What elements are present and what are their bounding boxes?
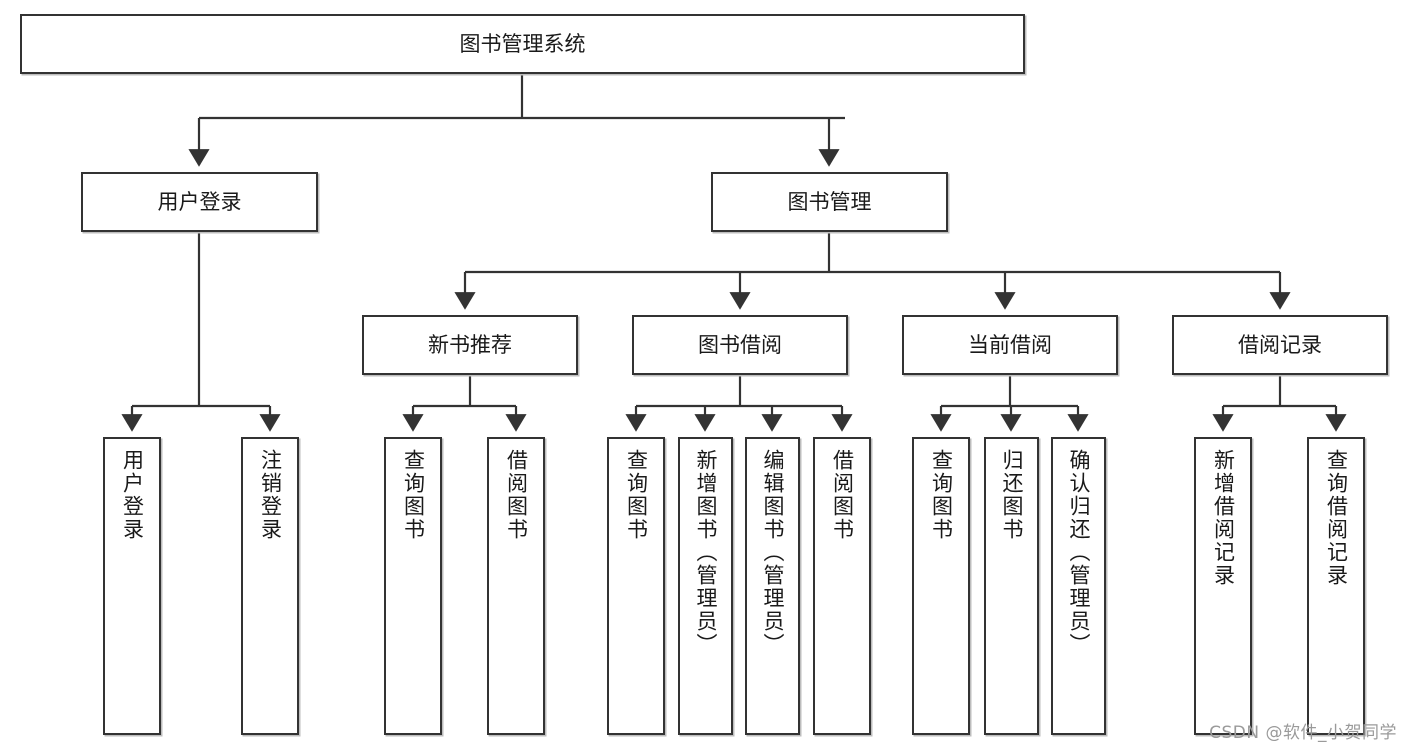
node-book-management-module-label: 图书管理 (787, 189, 872, 214)
leaf-records-add-record-label: 新增借阅记录 (1211, 449, 1236, 587)
node-current-borrow-label: 当前借阅 (968, 332, 1052, 357)
node-borrow-records[interactable]: 借阅记录 (1172, 315, 1388, 375)
node-book-management-module[interactable]: 图书管理 (711, 172, 948, 232)
leaf-newbook-borrow-book[interactable]: 借阅图书 (487, 437, 545, 735)
leaf-borrow-edit-book-admin-label: 编辑图书（管理员） (761, 449, 785, 656)
node-root[interactable]: 图书管理系统 (20, 14, 1025, 74)
leaf-borrow-query-book[interactable]: 查询图书 (607, 437, 665, 735)
leaf-current-query-book-label: 查询图书 (929, 449, 954, 541)
leaf-borrow-add-book-admin[interactable]: 新增图书（管理员） (678, 437, 733, 735)
leaf-current-confirm-return-admin-label: 确认归还（管理员） (1067, 449, 1091, 656)
leaf-records-add-record[interactable]: 新增借阅记录 (1194, 437, 1252, 735)
node-user-login-module[interactable]: 用户登录 (81, 172, 318, 232)
node-current-borrow[interactable]: 当前借阅 (902, 315, 1118, 375)
node-root-label: 图书管理系统 (459, 31, 586, 56)
leaf-borrow-edit-book-admin[interactable]: 编辑图书（管理员） (745, 437, 800, 735)
leaf-newbook-borrow-book-label: 借阅图书 (504, 449, 529, 541)
node-new-book-recommend-label: 新书推荐 (428, 332, 512, 357)
leaf-user-logout[interactable]: 注销登录 (241, 437, 299, 735)
leaf-borrow-borrow-book[interactable]: 借阅图书 (813, 437, 871, 735)
node-book-borrow-label: 图书借阅 (698, 332, 782, 357)
node-book-borrow[interactable]: 图书借阅 (632, 315, 848, 375)
leaf-records-query-record[interactable]: 查询借阅记录 (1307, 437, 1365, 735)
leaf-user-login[interactable]: 用户登录 (103, 437, 161, 735)
leaf-borrow-query-book-label: 查询图书 (624, 449, 649, 541)
leaf-newbook-query-book[interactable]: 查询图书 (384, 437, 442, 735)
leaf-borrow-add-book-admin-label: 新增图书（管理员） (694, 449, 718, 656)
node-borrow-records-label: 借阅记录 (1238, 332, 1322, 357)
node-new-book-recommend[interactable]: 新书推荐 (362, 315, 578, 375)
leaf-records-query-record-label: 查询借阅记录 (1324, 449, 1349, 587)
leaf-current-return-book-label: 归还图书 (1000, 449, 1024, 541)
leaf-newbook-query-book-label: 查询图书 (401, 449, 426, 541)
leaf-user-logout-label: 注销登录 (258, 449, 283, 541)
leaf-current-confirm-return-admin[interactable]: 确认归还（管理员） (1051, 437, 1106, 735)
leaf-user-login-label: 用户登录 (120, 449, 145, 541)
leaf-borrow-borrow-book-label: 借阅图书 (830, 449, 855, 541)
leaf-current-query-book[interactable]: 查询图书 (912, 437, 970, 735)
leaf-current-return-book[interactable]: 归还图书 (984, 437, 1039, 735)
node-user-login-module-label: 用户登录 (157, 189, 242, 214)
